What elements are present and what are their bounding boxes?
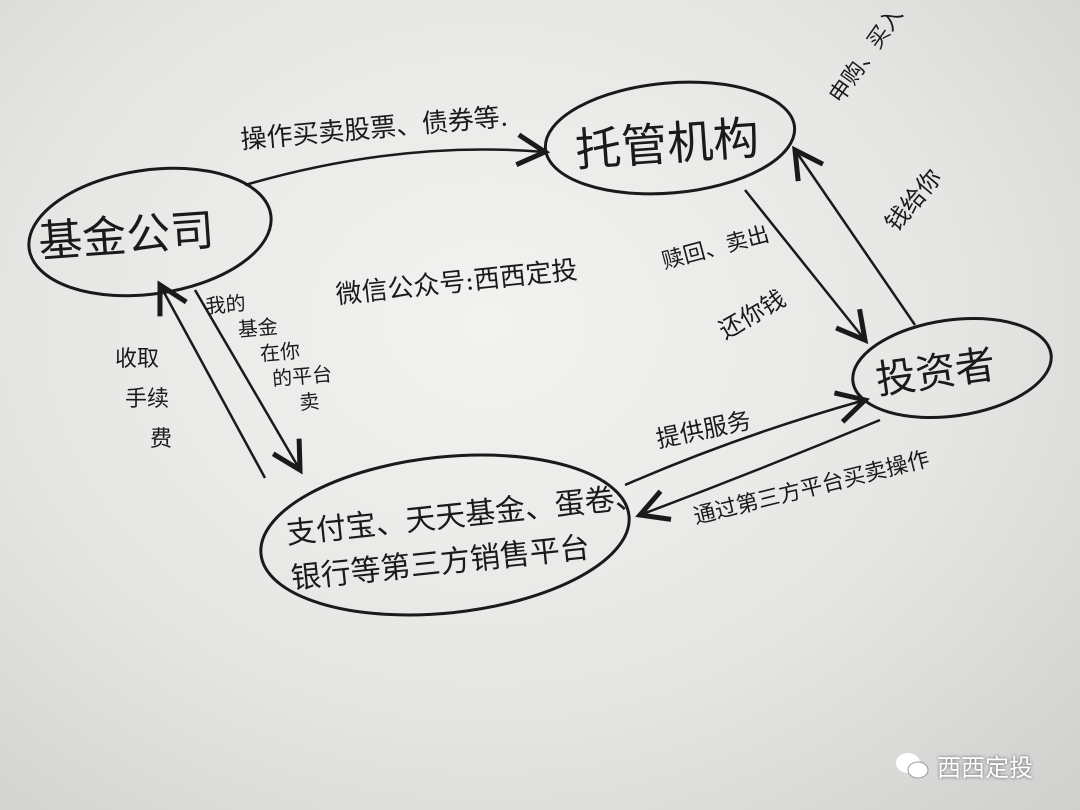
fund-company-label: 基金公司 bbox=[36, 204, 216, 269]
edge-label-platform-fund: 收取 手续 费 bbox=[115, 347, 173, 452]
arrow-platform-to-investor bbox=[624, 400, 865, 487]
wechat-icon bbox=[896, 752, 929, 778]
arrow-fund-to-custodian bbox=[244, 149, 545, 187]
custodian-label: 托管机构 bbox=[573, 110, 761, 178]
arrow-platform-to-fund bbox=[160, 285, 267, 479]
arrow-investor-to-custodian bbox=[795, 150, 917, 326]
watermark: 西西定投 bbox=[895, 748, 1033, 783]
arrow-investor-to-platform bbox=[640, 418, 881, 515]
arrow-custodian-to-investor bbox=[744, 189, 865, 340]
arrow-fund-to-platform bbox=[193, 289, 300, 470]
platform-node bbox=[259, 453, 631, 617]
edge-label-fund-platform: 我的 基金 在你 的平台 卖 bbox=[204, 290, 334, 415]
investor-node bbox=[851, 316, 1053, 420]
